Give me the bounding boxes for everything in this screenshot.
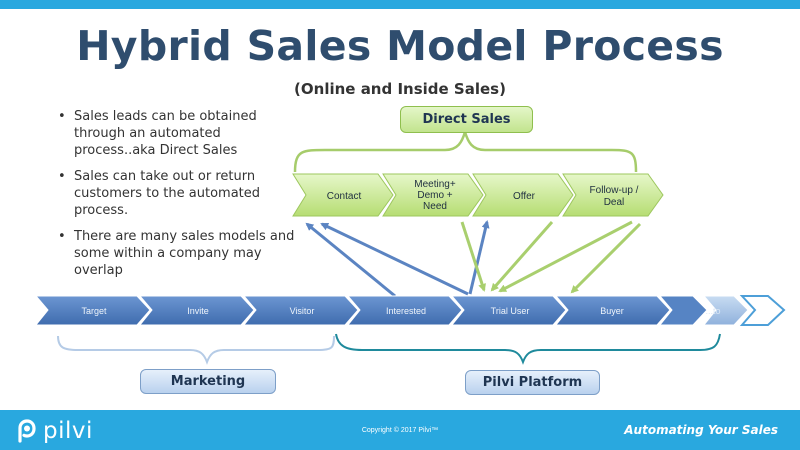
copyright-text: Copyright © 2017 Pilvi™ — [361, 427, 439, 434]
bullet-list: • Sales leads can be obtained through an … — [58, 108, 303, 288]
green-connectors — [460, 220, 642, 294]
bullet-dot-icon: • — [58, 109, 66, 124]
chevron-tail-3 — [739, 295, 786, 326]
stage-label-interested: Interested — [386, 306, 426, 316]
direct-sales-label: Direct Sales — [400, 106, 533, 133]
chevron-meeting — [382, 173, 484, 217]
footer-bar — [0, 410, 800, 450]
pilvi-platform-label: Pilvi Platform — [465, 370, 600, 395]
platform-brace — [335, 333, 721, 365]
connector-trial-contact — [320, 222, 469, 296]
step-label-contact: Contact — [327, 191, 362, 202]
stage-label-invite: Invite — [187, 306, 209, 316]
step-label-followup: Follow-up /Deal — [590, 185, 639, 208]
bullet-text: Sales can take out or return customers t… — [74, 169, 261, 218]
chevron-trial-user — [450, 295, 567, 326]
bullet-text: There are many sales models and some wit… — [74, 229, 295, 278]
page-subtitle: (Online and Inside Sales) — [294, 80, 506, 98]
connector-offer-trial — [490, 221, 554, 292]
bullet-item: • Sales leads can be obtained through an … — [58, 108, 303, 159]
stage-label-trial-user: Trial User — [491, 306, 530, 316]
connector-interested-contact — [305, 222, 396, 298]
logo-text: pilvi — [43, 418, 93, 444]
chevron-interested — [346, 295, 463, 326]
blue-connectors — [305, 220, 490, 298]
page-title: Hybrid Sales Model Process — [76, 22, 724, 70]
chevron-tail-1 — [658, 295, 708, 326]
stage-label-partial: ...to — [705, 306, 720, 316]
connector-followup-buyer — [570, 222, 642, 294]
marketing-label: Marketing — [140, 369, 276, 394]
tagline-text: Automating Your Sales — [624, 423, 778, 437]
pilvi-logo: pilvi — [16, 418, 93, 444]
bullet-dot-icon: • — [58, 229, 66, 244]
bullet-item: • There are many sales models and some wi… — [58, 228, 303, 279]
top-accent-bar — [0, 0, 800, 9]
bullet-item: • Sales can take out or return customers … — [58, 168, 303, 219]
stage-label-buyer: Buyer — [600, 306, 624, 316]
chevron-visitor — [242, 295, 359, 326]
bullet-text: Sales leads can be obtained through an a… — [74, 109, 257, 158]
direct-sales-chevrons — [292, 173, 664, 217]
direct-sales-brace — [293, 127, 638, 173]
chevron-tail-2 — [702, 295, 749, 326]
marketing-brace — [57, 335, 335, 365]
stage-label-visitor: Visitor — [290, 306, 315, 316]
pilvi-logo-icon — [18, 419, 36, 443]
chevron-target — [34, 295, 151, 326]
bullet-dot-icon: • — [58, 169, 66, 184]
step-label-offer: Offer — [513, 191, 536, 202]
chevron-offer — [472, 173, 574, 217]
connector-followup-trial — [498, 220, 633, 293]
funnel-chevrons — [34, 295, 786, 326]
stage-label-target: Target — [81, 306, 107, 316]
chevron-contact — [292, 173, 394, 217]
chevron-followup — [562, 173, 664, 217]
connector-meeting-trial — [460, 221, 486, 292]
connector-trial-offer — [468, 220, 490, 295]
chevron-invite — [138, 295, 255, 326]
chevron-buyer — [554, 295, 671, 326]
step-label-meeting: Meeting+Demo +Need — [414, 179, 456, 212]
